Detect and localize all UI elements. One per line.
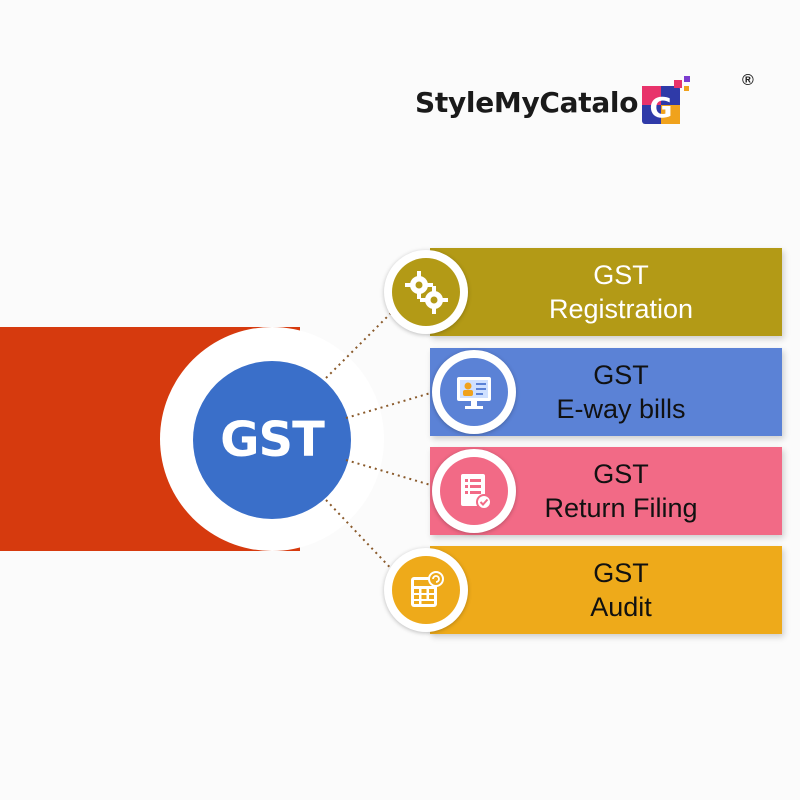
- service-title: GST: [593, 459, 649, 489]
- gears-icon: [392, 258, 460, 326]
- brand-mark-letter: G: [650, 91, 673, 124]
- hub-circle: GST: [193, 361, 351, 519]
- brand-name: StyleMyCatalo: [415, 85, 639, 119]
- registered-mark: ®: [742, 72, 754, 89]
- brand-mark-icon: G: [640, 76, 692, 128]
- service-bar-registration: GST Registration: [430, 248, 782, 336]
- service-title: GST: [593, 260, 649, 290]
- monitor-icon: [440, 358, 508, 426]
- node-return-filing: [432, 449, 516, 533]
- service-subtitle: Registration: [548, 294, 694, 324]
- connector-return: [345, 459, 435, 487]
- node-registration: [384, 250, 468, 334]
- brand-logo: StyleMyCatalo G: [415, 72, 692, 132]
- node-audit: [384, 548, 468, 632]
- service-bar-audit: GST Audit: [430, 546, 782, 634]
- service-subtitle: Audit: [590, 592, 652, 622]
- document-icon: [440, 457, 508, 525]
- service-subtitle: E-way bills: [556, 394, 686, 424]
- service-title: GST: [593, 558, 649, 588]
- service-subtitle: Return Filing: [544, 493, 698, 523]
- connector-registration: [325, 303, 401, 379]
- node-eway: [432, 350, 516, 434]
- service-title: GST: [593, 360, 649, 390]
- connector-eway: [345, 391, 435, 419]
- calculator-icon: [392, 556, 460, 624]
- connector-audit: [325, 499, 401, 579]
- hub-label: GST: [220, 412, 325, 468]
